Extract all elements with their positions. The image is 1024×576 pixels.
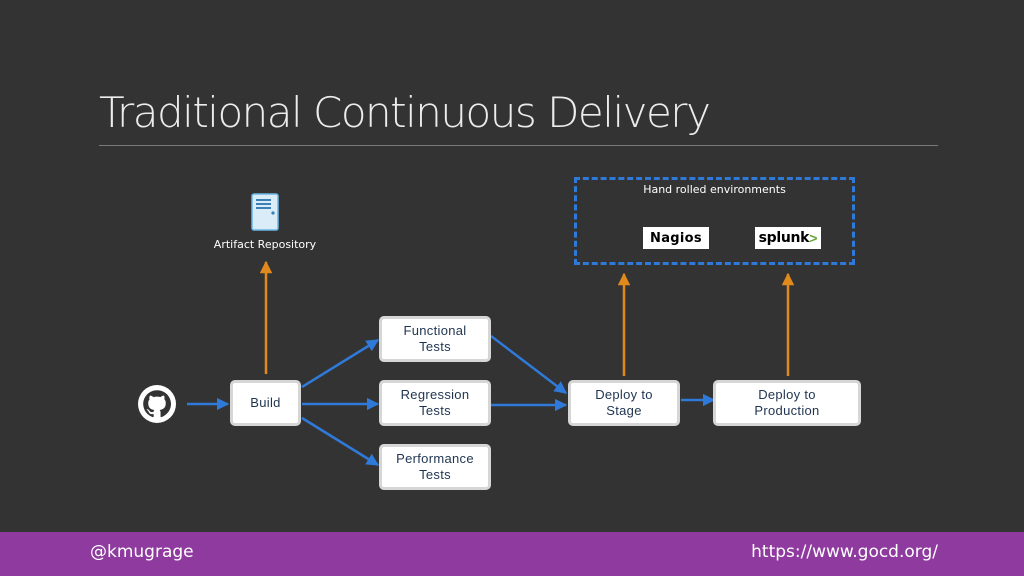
nagios-logo: Nagios bbox=[643, 227, 709, 249]
arrow-build-to-performance bbox=[301, 416, 380, 467]
regression-tests-node: Regression Tests bbox=[379, 380, 491, 426]
functional-tests-node: Functional Tests bbox=[379, 316, 491, 362]
environments-frame bbox=[574, 177, 855, 265]
arrow-build-to-functional bbox=[301, 338, 380, 389]
server-icon bbox=[251, 193, 279, 231]
arrow-functional-to-stage bbox=[490, 335, 567, 394]
splunk-chevron-icon: > bbox=[809, 230, 818, 246]
splunk-logo: splunk> bbox=[755, 227, 821, 249]
deploy-stage-node: Deploy to Stage bbox=[568, 380, 680, 426]
title-divider bbox=[99, 145, 938, 146]
artifact-repository-label: Artifact Repository bbox=[213, 238, 317, 251]
footer-bar bbox=[0, 532, 1024, 576]
github-icon bbox=[138, 385, 176, 423]
build-node: Build bbox=[230, 380, 301, 426]
nagios-logo-text: Nagios bbox=[650, 230, 702, 246]
footer-url[interactable]: https://www.gocd.org/ bbox=[751, 542, 938, 562]
deploy-production-node: Deploy to Production bbox=[713, 380, 861, 426]
environments-label: Hand rolled environments bbox=[643, 183, 786, 196]
slide-title: Traditional Continuous Delivery bbox=[99, 88, 711, 137]
footer-handle: @kmugrage bbox=[90, 542, 194, 562]
splunk-logo-text: splunk bbox=[758, 230, 810, 246]
performance-tests-node: Performance Tests bbox=[379, 444, 491, 490]
